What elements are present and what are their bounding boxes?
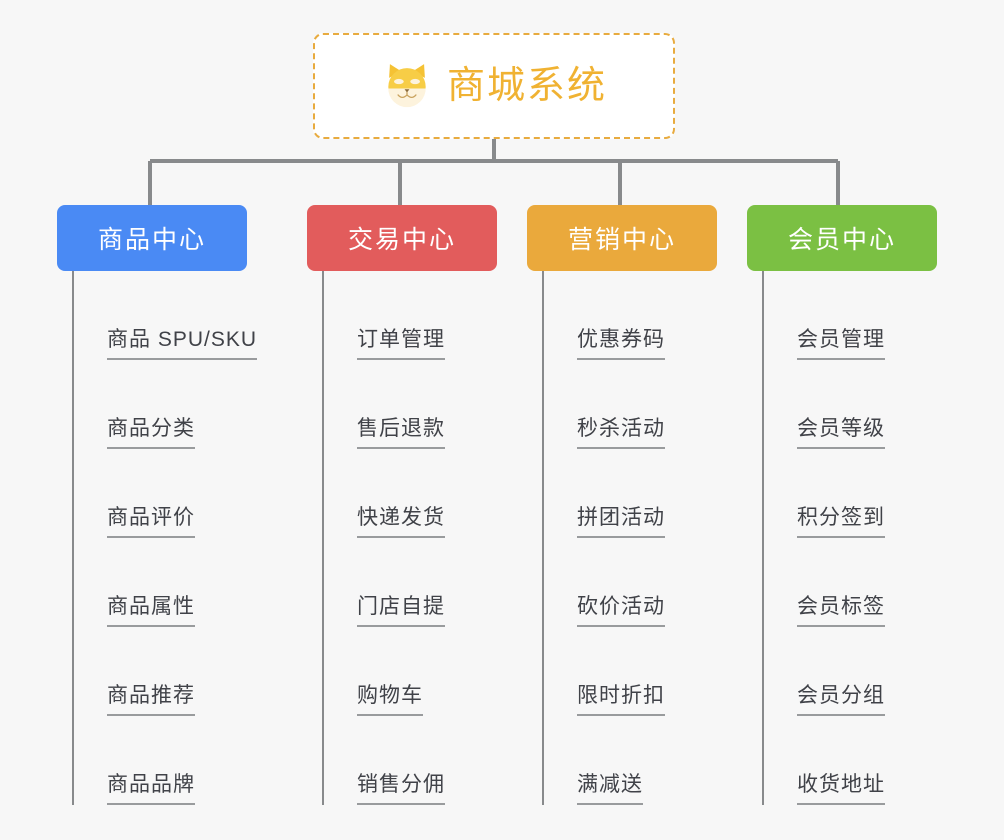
leaf-node[interactable]: 会员标签 <box>764 538 937 627</box>
leaf-label: 秒杀活动 <box>577 412 665 449</box>
leaf-node[interactable]: 限时折扣 <box>544 627 717 716</box>
leaf-node[interactable]: 会员分组 <box>764 627 937 716</box>
leaf-node[interactable]: 积分签到 <box>764 449 937 538</box>
leaf-label: 商品 SPU/SKU <box>107 323 258 360</box>
leaf-node[interactable]: 快递发货 <box>324 449 497 538</box>
leaf-node[interactable]: 商品评价 <box>74 449 247 538</box>
branch-header-2[interactable]: 营销中心 <box>527 205 717 271</box>
leaf-label: 优惠券码 <box>577 323 665 360</box>
leaf-label: 商品评价 <box>107 501 195 538</box>
leaf-node[interactable]: 商品 SPU/SKU <box>74 271 258 360</box>
root-title: 商城系统 <box>446 65 607 107</box>
leaf-label: 订单管理 <box>357 323 445 360</box>
leaf-label: 砍价活动 <box>577 590 665 627</box>
shiba-dog-face-icon <box>388 64 426 108</box>
leaf-label: 购物车 <box>357 679 423 716</box>
leaf-label: 商品分类 <box>107 412 195 449</box>
leaf-label: 售后退款 <box>357 412 445 449</box>
leaf-label: 拼团活动 <box>577 501 665 538</box>
leaf-label: 积分签到 <box>797 501 885 538</box>
leaf-node[interactable]: 会员管理 <box>764 271 937 360</box>
branch-header-3[interactable]: 会员中心 <box>747 205 937 271</box>
leaf-node[interactable]: 会员等级 <box>764 360 937 449</box>
root-node[interactable]: 商城系统 <box>313 33 675 139</box>
leaf-node[interactable]: 订单管理 <box>324 271 497 360</box>
branch-item-list-0: 商品 SPU/SKU 商品分类商品评价商品属性商品推荐商品品牌 <box>72 271 258 805</box>
leaf-label: 快递发货 <box>357 501 445 538</box>
leaf-label: 商品属性 <box>107 590 195 627</box>
leaf-label: 会员等级 <box>797 412 885 449</box>
leaf-node[interactable]: 商品推荐 <box>74 627 247 716</box>
leaf-label: 商品推荐 <box>107 679 195 716</box>
branch-column-3: 会员中心会员管理会员等级积分签到会员标签会员分组收货地址 <box>747 205 937 805</box>
leaf-label: 收货地址 <box>797 768 885 805</box>
leaf-node[interactable]: 砍价活动 <box>544 538 717 627</box>
leaf-label: 会员管理 <box>797 323 885 360</box>
branch-item-list-1: 订单管理售后退款快递发货门店自提购物车销售分佣 <box>322 271 497 805</box>
leaf-label: 限时折扣 <box>577 679 665 716</box>
branch-item-list-3: 会员管理会员等级积分签到会员标签会员分组收货地址 <box>762 271 937 805</box>
leaf-node[interactable]: 优惠券码 <box>544 271 717 360</box>
leaf-node[interactable]: 商品分类 <box>74 360 247 449</box>
leaf-node[interactable]: 销售分佣 <box>324 716 497 805</box>
branch-item-list-2: 优惠券码秒杀活动拼团活动砍价活动限时折扣满减送 <box>542 271 717 805</box>
leaf-node[interactable]: 门店自提 <box>324 538 497 627</box>
leaf-node[interactable]: 购物车 <box>324 627 497 716</box>
leaf-node[interactable]: 商品属性 <box>74 538 247 627</box>
leaf-label: 会员分组 <box>797 679 885 716</box>
leaf-node[interactable]: 秒杀活动 <box>544 360 717 449</box>
leaf-label: 满减送 <box>577 768 643 805</box>
branch-header-1[interactable]: 交易中心 <box>307 205 497 271</box>
leaf-node[interactable]: 拼团活动 <box>544 449 717 538</box>
branch-column-1: 交易中心订单管理售后退款快递发货门店自提购物车销售分佣 <box>307 205 497 805</box>
branch-column-2: 营销中心优惠券码秒杀活动拼团活动砍价活动限时折扣满减送 <box>527 205 717 805</box>
leaf-label: 门店自提 <box>357 590 445 627</box>
leaf-label: 会员标签 <box>797 590 885 627</box>
leaf-label: 销售分佣 <box>357 768 445 805</box>
leaf-node[interactable]: 收货地址 <box>764 716 937 805</box>
leaf-node[interactable]: 满减送 <box>544 716 717 805</box>
branch-header-0[interactable]: 商品中心 <box>57 205 247 271</box>
branch-column-0: 商品中心商品 SPU/SKU 商品分类商品评价商品属性商品推荐商品品牌 <box>57 205 258 805</box>
leaf-node[interactable]: 商品品牌 <box>74 716 247 805</box>
leaf-node[interactable]: 售后退款 <box>324 360 497 449</box>
leaf-label: 商品品牌 <box>107 768 195 805</box>
